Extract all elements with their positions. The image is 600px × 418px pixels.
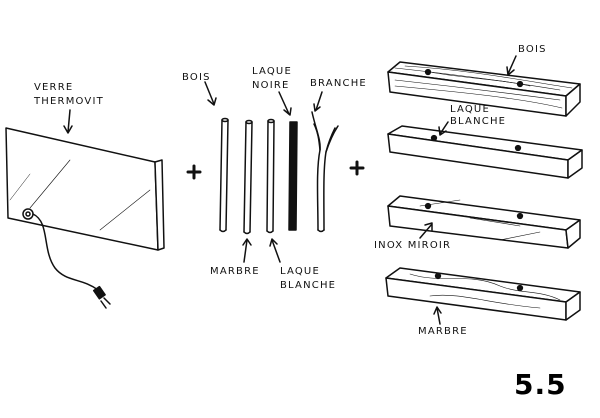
arrow-leg-marbre (242, 238, 252, 263)
arrow-verre (63, 109, 73, 134)
label-shelf-marbre: MARBRE (418, 326, 468, 337)
label-shelf-laque-1: LAQUE (450, 104, 490, 115)
glass-panel (5, 127, 165, 251)
label-shelf-inox: INOX MIROIR (374, 240, 452, 251)
arrow-shelf-inox (419, 222, 433, 239)
arrow-leg-laque-noire (278, 91, 292, 116)
plus-sign-1 (186, 164, 202, 180)
shelf-inox-miroir (387, 195, 581, 249)
label-verre: VERRE (34, 82, 74, 93)
label-leg-laque-blanche-1: LAQUE (280, 266, 320, 277)
leg-laque-noire (288, 121, 298, 231)
label-leg-branche: BRANCHE (310, 78, 367, 89)
label-leg-bois: Bois (182, 72, 211, 83)
shelf-laque-blanche (387, 125, 583, 179)
label-leg-marbre: MARBRE (210, 266, 260, 277)
arrow-leg-bois (204, 81, 217, 106)
label-shelf-bois: Bois (518, 44, 547, 55)
arrow-leg-laque-blanche (269, 238, 281, 263)
label-leg-laque-blanche-2: BLANCHE (280, 280, 337, 291)
arrow-shelf-marbre (433, 306, 442, 325)
leg-marbre (243, 119, 253, 235)
page-number: 5.5 (514, 368, 567, 401)
shelf-bois (387, 61, 581, 117)
plus-sign-2 (349, 160, 365, 176)
power-plug-icon (22, 208, 111, 309)
leg-bois (219, 117, 229, 233)
arrow-leg-branche (313, 91, 323, 112)
leg-laque-blanche (266, 118, 275, 234)
label-leg-laque-noire-1: LAQUE (252, 66, 292, 77)
leg-branche (311, 111, 339, 233)
arrow-shelf-bois (506, 55, 517, 76)
label-thermovit: THERMOVIT (34, 96, 104, 107)
arrow-shelf-laque-blanche (438, 121, 449, 136)
label-shelf-laque-2: BLANCHE (450, 116, 507, 127)
shelf-marbre (385, 267, 581, 321)
label-leg-laque-noire-2: NOIRE (252, 80, 290, 91)
